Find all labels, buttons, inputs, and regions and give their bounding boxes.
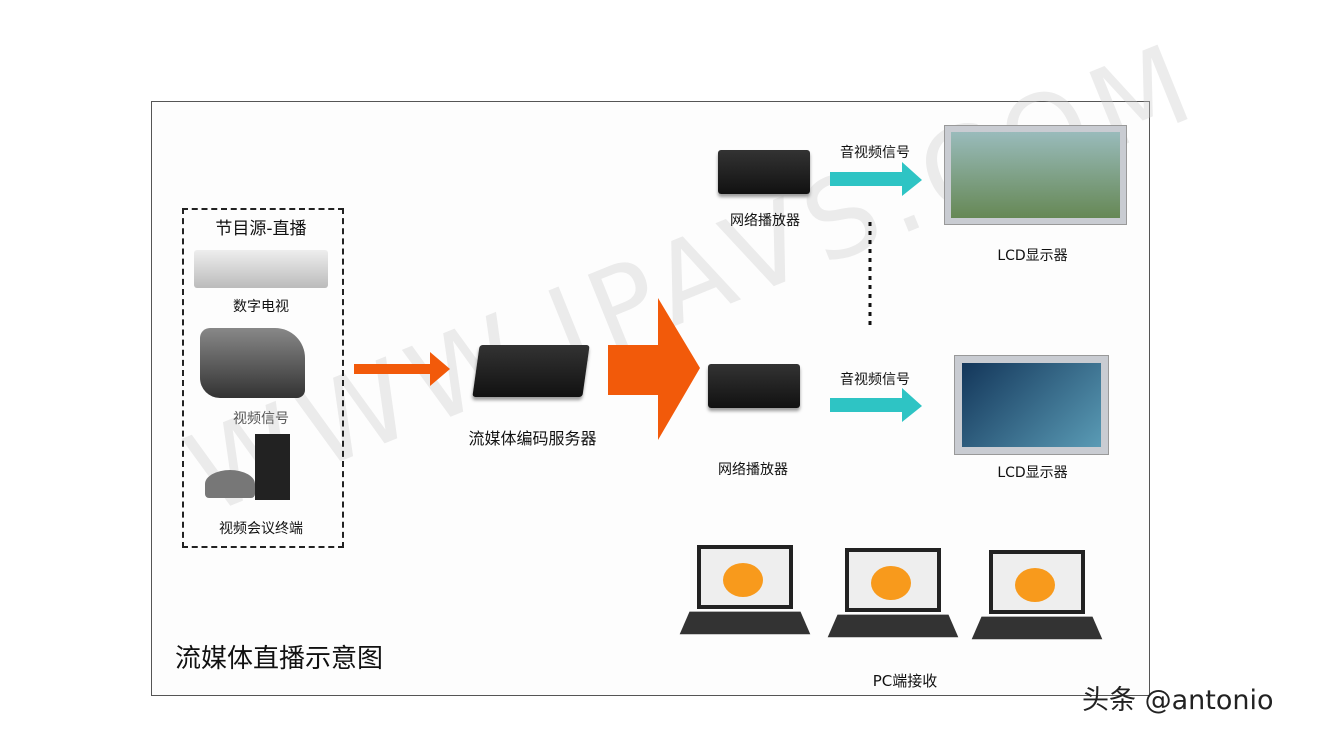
encoder-server-image	[472, 345, 590, 397]
cyan-arrow-bottom	[830, 388, 922, 422]
signal-label: 音视频信号	[840, 145, 910, 161]
source-item-label: 视频信号	[233, 411, 289, 427]
laptop-image	[827, 548, 959, 638]
video-conference-terminal-image	[255, 434, 290, 500]
lcd-display-image	[944, 125, 1127, 225]
cyan-arrow-top	[830, 162, 922, 196]
pc-receive-label: PC端接收	[872, 672, 938, 690]
digital-tv-box-image	[194, 250, 328, 288]
author-credit: 头条 @antonio	[1082, 685, 1274, 716]
source-group	[182, 208, 344, 548]
conference-camera-image	[205, 470, 255, 498]
lcd-display-label: LCD显示器	[997, 248, 1068, 264]
lcd-display-label: LCD显示器	[997, 465, 1068, 481]
source-item-label: 视频会议终端	[219, 521, 303, 537]
network-player-label: 网络播放器	[718, 462, 788, 478]
network-player-image	[708, 364, 800, 408]
source-group-title: 节目源-直播	[215, 219, 307, 239]
lcd-display-image	[954, 355, 1109, 455]
encoder-label: 流媒体编码服务器	[468, 429, 597, 448]
laptop-image	[971, 550, 1103, 640]
diagram-title: 流媒体直播示意图	[175, 644, 384, 674]
camcorder-image	[200, 328, 305, 398]
small-orange-arrow	[354, 352, 450, 386]
big-orange-arrow	[608, 298, 700, 440]
laptop-image	[679, 545, 811, 635]
network-player-label: 网络播放器	[730, 213, 800, 229]
source-item-label: 数字电视	[233, 299, 289, 315]
signal-label: 音视频信号	[840, 372, 910, 388]
network-player-image	[718, 150, 810, 194]
